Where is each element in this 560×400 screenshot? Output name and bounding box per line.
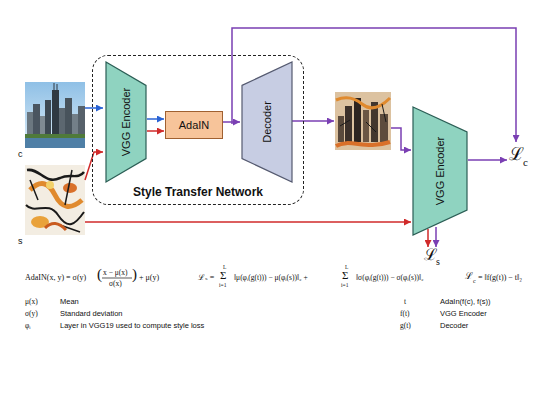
building	[33, 104, 40, 136]
adain-box-shape	[166, 112, 223, 139]
definition-symbol: φᵢ	[25, 322, 31, 330]
content-loss-wire	[468, 159, 507, 161]
style-image	[25, 165, 85, 235]
stroke	[336, 142, 390, 146]
building	[72, 114, 78, 136]
tower	[354, 98, 361, 142]
building	[363, 110, 369, 142]
blob	[63, 183, 77, 193]
equation-term: ‖μ(φᵢ(g(t))) − μ(φᵢ(s))‖₂ +	[234, 274, 308, 282]
node-label: AdaIN	[165, 119, 223, 131]
node-label: VGG Encoder	[120, 88, 132, 156]
style-wire	[85, 221, 411, 223]
water	[25, 138, 85, 148]
building	[45, 100, 51, 136]
equation-paren: (	[97, 267, 102, 282]
definition-symbol: f(t)	[400, 310, 410, 318]
encoder-block: VGG Encoder	[412, 106, 468, 236]
stroke	[27, 170, 84, 180]
loss-subscript: s	[436, 257, 440, 267]
antenna	[54, 83, 55, 90]
decoder-block: Decoder	[241, 61, 293, 183]
network-group: Style Transfer Network VGG Encoder AdaIN De…	[92, 55, 304, 205]
content-wire	[85, 107, 103, 109]
output-image	[335, 92, 391, 150]
building	[78, 106, 85, 136]
data-flow-arrow	[147, 130, 164, 132]
definition-text: Decoder	[440, 322, 468, 330]
sum-limit: i=1	[219, 283, 226, 289]
equation-term: ℒₛ =	[198, 274, 214, 282]
stroke	[336, 98, 390, 108]
decoder-block-shape	[242, 62, 292, 182]
output-wire	[391, 128, 411, 150]
blob	[46, 181, 54, 189]
definition-symbol: g(t)	[400, 322, 411, 330]
adain-box: AdaIN	[165, 111, 223, 139]
building	[338, 116, 344, 142]
loss-subscript: c	[473, 278, 476, 284]
tower	[52, 90, 59, 136]
equation-term: = ‖f(g(t)) − t‖₂	[478, 274, 522, 282]
data-flow-arrow	[147, 118, 164, 120]
building	[380, 114, 388, 142]
definition-symbol: t	[404, 298, 406, 306]
definition-symbol: μ(x)	[25, 298, 38, 306]
fraction-bar	[102, 278, 132, 279]
sum-sign: Σ	[220, 270, 226, 281]
image-label: s	[18, 237, 23, 246]
antenna	[57, 84, 58, 90]
stroke	[340, 104, 386, 132]
canvas	[25, 165, 85, 235]
node-label: Decoder	[261, 101, 273, 143]
node-label: VGG Encoder	[434, 137, 446, 205]
definition-text: Standard deviation	[60, 310, 123, 318]
data-flow-arrow	[223, 121, 240, 123]
encoder-block-shape	[413, 107, 467, 235]
sky	[25, 82, 85, 148]
equation-term: + μ(y)	[139, 274, 159, 282]
equation-numerator: x − μ(x)	[103, 269, 128, 277]
stroke	[30, 184, 82, 207]
definition-text: Mean	[60, 298, 79, 306]
style-loss-wire	[435, 227, 437, 247]
equation-term: ‖σ(φᵢ(g(t))) − σ(φᵢ(s))‖₂	[356, 274, 424, 282]
definition-symbol: σ(y)	[25, 310, 38, 318]
definition-text: VGG Encoder	[440, 310, 487, 318]
equation-denominator: σ(x)	[109, 280, 122, 288]
stroke	[45, 223, 66, 230]
definition-text: Layer in VGG19 used to compute style los…	[60, 322, 204, 330]
building	[65, 98, 72, 136]
content-image	[25, 82, 85, 148]
output-wire	[292, 120, 334, 122]
encoder-block-shape	[106, 62, 146, 182]
style-wire	[85, 152, 103, 180]
sum-limit: i=1	[341, 283, 348, 289]
canvas	[335, 92, 391, 150]
image-label: c	[18, 150, 23, 159]
equation-paren: )	[132, 267, 137, 282]
definition-text: AdaIn(f(c), f(s))	[440, 298, 490, 306]
equation-term: AdaIN(x, y) = σ(y)	[25, 274, 86, 282]
building	[59, 108, 65, 136]
building	[345, 106, 352, 142]
node-label: Style Transfer Network	[93, 185, 303, 199]
building	[27, 112, 33, 136]
trees	[25, 134, 85, 138]
encoder-block: VGG Encoder	[105, 61, 147, 183]
building	[40, 116, 45, 136]
loss-symbol: ℒ	[509, 145, 524, 163]
style-loss-wire	[427, 229, 429, 247]
loss-symbol: ℒ	[465, 272, 473, 282]
loss-symbol: ℒ	[424, 247, 437, 263]
stroke	[30, 170, 80, 232]
loss-subscript: c	[523, 157, 528, 168]
sum-sign: Σ	[342, 270, 348, 281]
